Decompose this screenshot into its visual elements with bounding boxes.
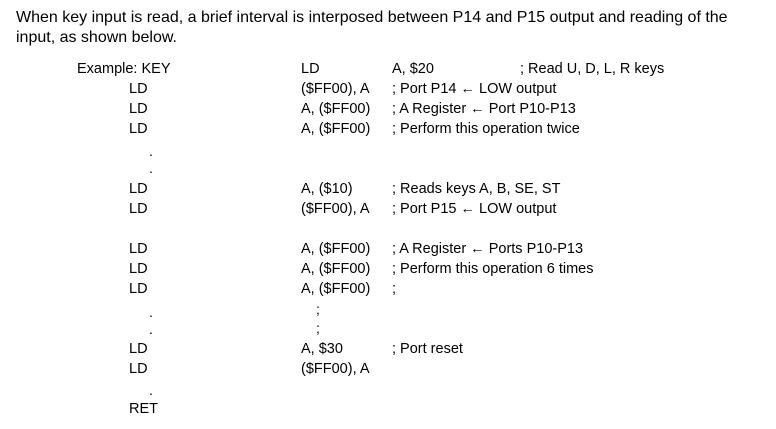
operands: ($FF00), A [301, 81, 370, 97]
comment: ; A Register ← Port P10-P13 [392, 101, 576, 117]
mnemonic: LD [129, 241, 148, 257]
ellipsis-dot: . [149, 382, 153, 398]
operands: A, ($FF00) [301, 121, 371, 137]
ellipsis-dot: . [149, 160, 153, 176]
ellipsis-dot: . [149, 143, 153, 159]
operands: A, $30 [301, 341, 343, 357]
comment: ; Port reset [392, 341, 463, 357]
operands: A, ($FF00) [301, 261, 371, 277]
operands: A, ($FF00) [301, 101, 371, 117]
mnemonic: LD [129, 81, 148, 97]
mnemonic: LD [129, 201, 148, 217]
operands: A, ($FF00) [301, 281, 371, 297]
comment: ; Reads keys A, B, SE, ST [392, 181, 561, 197]
mnemonic: LD [129, 341, 148, 357]
operands: A, $20 [392, 61, 434, 77]
comment: ; [392, 281, 397, 297]
continuation-semicolon: ; [316, 301, 320, 317]
comment: ; Read U, D, L, R keys [520, 61, 665, 77]
intro-paragraph: When key input is read, a brief interval… [16, 9, 728, 46]
comment: ; Port P14 ← LOW output [392, 81, 557, 97]
operands: A, ($FF00) [301, 241, 371, 257]
operands: ($FF00), A [301, 361, 370, 377]
mnemonic: LD [129, 121, 148, 137]
comment: ; Port P15 ← LOW output [392, 201, 557, 217]
mnemonic: LD [129, 101, 148, 117]
comment: ; Perform this operation twice [392, 121, 580, 137]
operands: A, ($10) [301, 181, 353, 197]
operands: ($FF00), A [301, 201, 370, 217]
mnemonic: LD [301, 61, 320, 77]
mnemonic: LD [129, 361, 148, 377]
comment: ; A Register ← Ports P10-P13 [392, 241, 584, 257]
ellipsis-dot: . [149, 321, 153, 337]
comment: ; Perform this operation 6 times [392, 261, 594, 277]
continuation-semicolon: ; [316, 320, 320, 336]
mnemonic: LD [129, 261, 148, 277]
mnemonic: LD [129, 281, 148, 297]
mnemonic: LD [129, 181, 148, 197]
mnemonic: RET [129, 401, 158, 417]
example-label: Example: KEY [77, 61, 171, 77]
ellipsis-dot: . [149, 304, 153, 320]
